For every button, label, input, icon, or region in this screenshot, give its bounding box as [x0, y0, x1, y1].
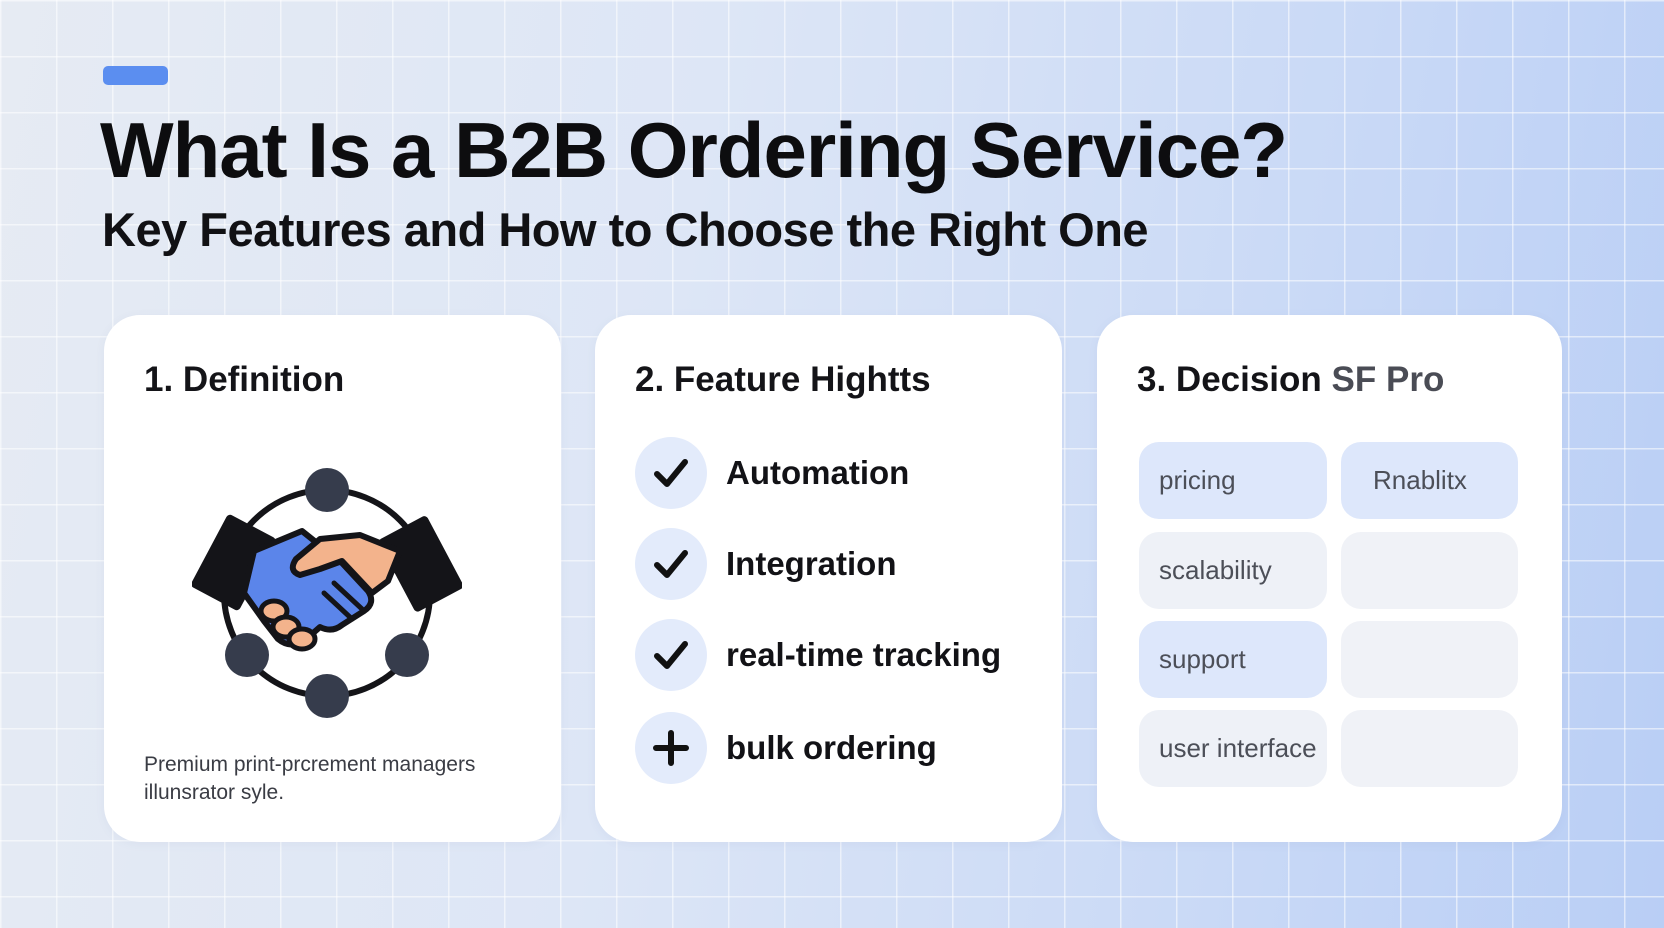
- decision-card: 3. Decision SF Pro pricing Rnablitx scal…: [1097, 315, 1562, 842]
- accent-bar: [103, 66, 168, 85]
- feature-item-real-time-tracking: real-time tracking: [635, 618, 1001, 692]
- decision-heading: 3. Decision SF Pro: [1137, 360, 1444, 400]
- handshake-network-icon: [192, 468, 462, 718]
- chip-user-interface[interactable]: user interface: [1139, 710, 1327, 787]
- caption-line-2: illunsrator syle.: [144, 781, 285, 804]
- plus-icon: [635, 712, 707, 784]
- feature-item-automation: Automation: [635, 436, 909, 510]
- definition-caption: Premium print-prcrement managers illunsr…: [144, 751, 475, 807]
- page-title: What Is a B2B Ordering Service?: [100, 106, 1288, 194]
- chip-empty[interactable]: [1341, 532, 1518, 609]
- chip-scalability[interactable]: scalability: [1139, 532, 1327, 609]
- decision-heading-suffix: SF Pro: [1331, 360, 1445, 399]
- chip-support[interactable]: support: [1139, 621, 1327, 698]
- chip-empty[interactable]: [1341, 710, 1518, 787]
- feature-label: real-time tracking: [726, 636, 1002, 673]
- feature-label: bulk ordering: [726, 729, 937, 766]
- features-heading: 2. Feature Hightts: [635, 360, 931, 399]
- checkmark-icon: [635, 437, 707, 509]
- checkmark-icon: [635, 528, 707, 600]
- checkmark-icon: [635, 619, 707, 691]
- feature-item-integration: Integration: [635, 527, 897, 601]
- definition-heading: 1. Definition: [144, 360, 345, 399]
- caption-line-1: Premium print-prcrement managers: [144, 753, 476, 776]
- page-subtitle: Key Features and How to Choose the Right…: [102, 203, 1149, 256]
- decision-heading-main: 3. Decision: [1137, 360, 1322, 399]
- chip-empty[interactable]: [1341, 621, 1518, 698]
- chip-pricing[interactable]: pricing: [1139, 442, 1327, 519]
- feature-label: Automation: [726, 454, 910, 491]
- definition-card: 1. Definition Premium print-prcrement ma…: [104, 315, 561, 842]
- feature-item-bulk-ordering: bulk ordering: [635, 711, 937, 785]
- feature-label: Integration: [726, 545, 897, 582]
- chip-rnablitx[interactable]: Rnablitx: [1341, 442, 1518, 519]
- features-card: 2. Feature Hightts Automation Integratio…: [595, 315, 1062, 842]
